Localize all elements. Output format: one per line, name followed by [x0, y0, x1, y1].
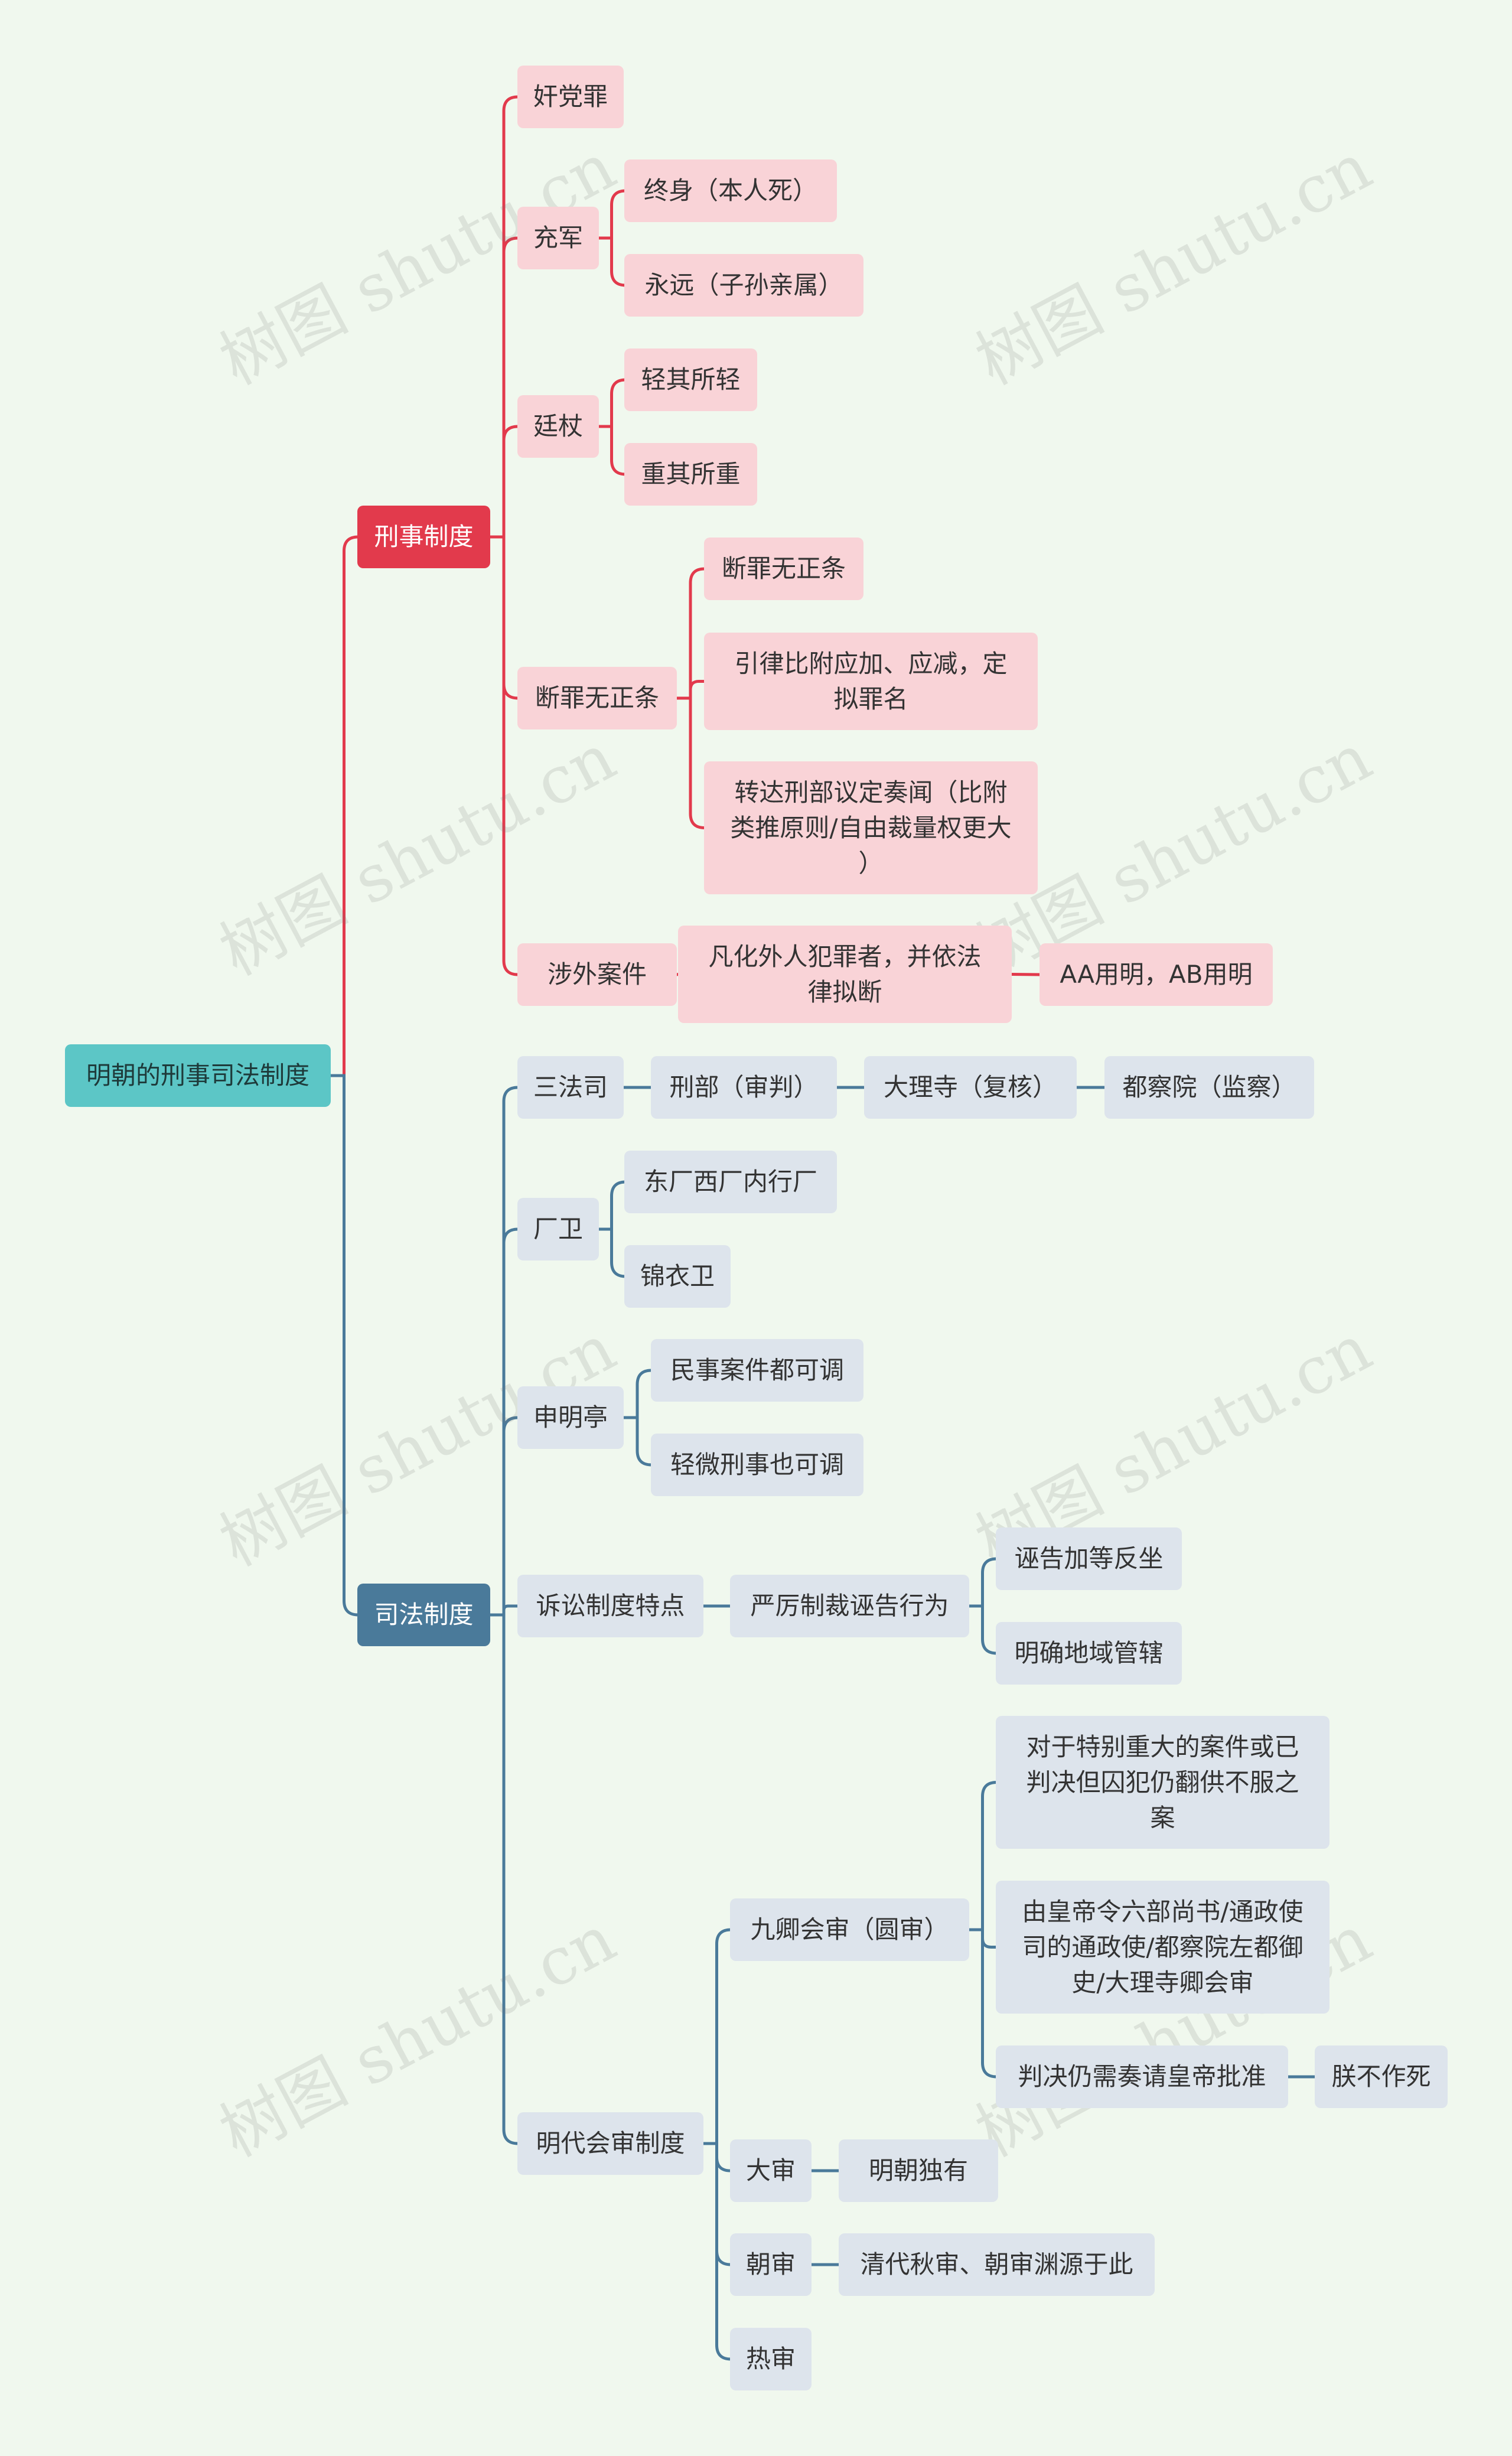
connector-sf5-sf5a: [702, 1928, 732, 2145]
connector-xs4-xs4c: [675, 696, 706, 829]
mind-map-node-sf3b[interactable]: 轻微刑事也可调: [651, 1434, 863, 1496]
mind-map-node-xs5[interactable]: 涉外案件: [517, 943, 677, 1006]
mind-map-node-sf5b1[interactable]: 明朝独有: [839, 2139, 998, 2202]
mind-map-node-sf[interactable]: 司法制度: [357, 1584, 490, 1646]
connector-sf-sf4: [488, 1604, 519, 1617]
mind-map-node-xs3b[interactable]: 重其所重: [624, 443, 757, 506]
connector-root-sf: [329, 1074, 359, 1617]
mind-map-node-sf5c[interactable]: 朝审: [730, 2233, 812, 2296]
mind-map-node-sf5c1[interactable]: 清代秋审、朝审渊源于此: [839, 2233, 1155, 2296]
mind-map-node-sf4a1[interactable]: 诬告加等反坐: [996, 1527, 1182, 1590]
mind-map-node-xs2b[interactable]: 永远（子孙亲属）: [624, 254, 863, 317]
mind-map-node-xs4a[interactable]: 断罪无正条: [704, 538, 863, 600]
mind-map-node-xs2[interactable]: 充军: [517, 207, 599, 269]
mind-map-node-xs4b[interactable]: 引律比附应加、应减，定 拟罪名: [704, 633, 1038, 730]
connector-xs2-xs2a: [597, 189, 626, 240]
connector-sf-sf5: [488, 1613, 519, 2145]
connector-sf4a-sf4a1: [967, 1557, 998, 1608]
connector-xs-xs5: [488, 535, 519, 976]
mind-map-node-sf4a2[interactable]: 明确地域管辖: [996, 1622, 1182, 1685]
mind-map-node-root[interactable]: 明朝的刑事司法制度: [65, 1044, 331, 1107]
mind-map-node-sf3a[interactable]: 民事案件都可调: [651, 1339, 863, 1402]
mind-map-node-sf4a[interactable]: 严厉制裁诬告行为: [730, 1575, 969, 1637]
mind-map-node-xs4c[interactable]: 转达刑部议定奏闻（比附 类推原则/自由裁量权更大 ）: [704, 761, 1038, 894]
connector-sf5a-sf5a3: [967, 1928, 998, 2079]
mind-map-node-sf5b[interactable]: 大审: [730, 2139, 812, 2202]
connector-sf5a-sf5a1: [967, 1781, 998, 1931]
mind-map-node-sf5[interactable]: 明代会审制度: [517, 2112, 703, 2175]
mind-map-node-sf5a3a[interactable]: 朕不作死: [1315, 2045, 1448, 2108]
mind-map-node-sf2[interactable]: 厂卫: [517, 1198, 599, 1260]
mind-map-node-sf1b[interactable]: 大理寺（复核）: [864, 1056, 1077, 1119]
connector-sf-sf3: [488, 1416, 519, 1617]
mind-map-node-sf1c[interactable]: 都察院（监察）: [1104, 1056, 1314, 1119]
mind-map-node-sf2a[interactable]: 东厂西厂内行厂: [624, 1151, 837, 1213]
mind-map-node-xs2a[interactable]: 终身（本人死）: [624, 159, 837, 222]
mind-map-node-sf2b[interactable]: 锦衣卫: [624, 1245, 731, 1308]
mind-map-node-sf5a[interactable]: 九卿会审（圆审）: [730, 1898, 969, 1961]
mind-map-node-sf5a1[interactable]: 对于特别重大的案件或已 判决但囚犯仍翻供不服之 案: [996, 1716, 1329, 1849]
mind-map-node-xs5a[interactable]: 凡化外人犯罪者，并依法 律拟断: [678, 926, 1012, 1023]
connector-sf4a-sf4a2: [967, 1604, 998, 1655]
mind-map-node-xs[interactable]: 刑事制度: [357, 506, 490, 568]
mind-map-node-sf4[interactable]: 诉讼制度特点: [517, 1575, 703, 1637]
connector-root-xs: [329, 535, 359, 1077]
connector-xs-xs3: [488, 425, 519, 539]
connector-xs3-xs3b: [597, 425, 626, 476]
connector-xs2-xs2b: [597, 236, 626, 287]
connector-sf3-sf3a: [622, 1369, 653, 1419]
connector-sf2-sf2b: [597, 1227, 626, 1278]
mind-map-node-sf1[interactable]: 三法司: [517, 1056, 624, 1119]
connector-sf2-sf2a: [597, 1180, 626, 1231]
mind-map-node-sf5d[interactable]: 热审: [730, 2328, 812, 2390]
mind-map-node-sf5a2[interactable]: 由皇帝令六部尚书/通政使 司的通政使/都察院左都御 史/大理寺卿会审: [996, 1881, 1329, 2014]
connector-xs4-xs4b: [675, 680, 706, 700]
mind-map-node-sf3[interactable]: 申明亭: [517, 1386, 624, 1449]
mind-map-node-xs3[interactable]: 廷杖: [517, 395, 599, 458]
mind-map-node-xs3a[interactable]: 轻其所轻: [624, 348, 757, 411]
connector-xs3-xs3a: [597, 378, 626, 428]
mind-map-node-sf1a[interactable]: 刑部（审判）: [651, 1056, 837, 1119]
mind-map-node-xs5b[interactable]: AA用明，AB用明: [1040, 943, 1273, 1006]
connector-sf3-sf3b: [622, 1416, 653, 1467]
mind-map-node-xs1[interactable]: 奸党罪: [517, 66, 624, 128]
mind-map-node-sf5a3[interactable]: 判决仍需奏请皇帝批准: [996, 2045, 1288, 2108]
mind-map-node-xs4[interactable]: 断罪无正条: [517, 667, 677, 729]
connector-xs4-xs4a: [675, 567, 706, 700]
connector-sf5-sf5d: [702, 2142, 732, 2361]
